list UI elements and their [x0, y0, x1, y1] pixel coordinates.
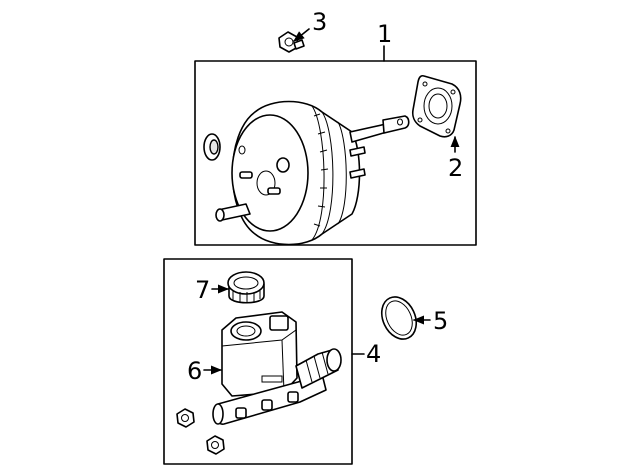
mounting-nut-1: [176, 408, 195, 428]
callout-4: 4: [366, 340, 381, 368]
booster-group-box: [194, 60, 477, 246]
callout-7: 7: [195, 276, 210, 304]
master-cylinder-body: [212, 348, 342, 425]
callout-5: 5: [433, 307, 448, 335]
grommet: [203, 133, 221, 161]
o-ring-seal: [380, 296, 418, 340]
mounting-nut-2: [206, 435, 225, 455]
brake-booster: [215, 100, 410, 246]
master-cylinder-group-box: [163, 258, 353, 465]
leader-3: [293, 28, 310, 42]
fluid-reservoir: [221, 311, 298, 397]
callout-1: 1: [377, 20, 392, 48]
reservoir-cap: [227, 271, 265, 304]
callout-2: 2: [448, 154, 463, 182]
booster-gasket: [411, 74, 462, 138]
callout-3: 3: [312, 8, 327, 36]
callout-6: 6: [187, 357, 202, 385]
